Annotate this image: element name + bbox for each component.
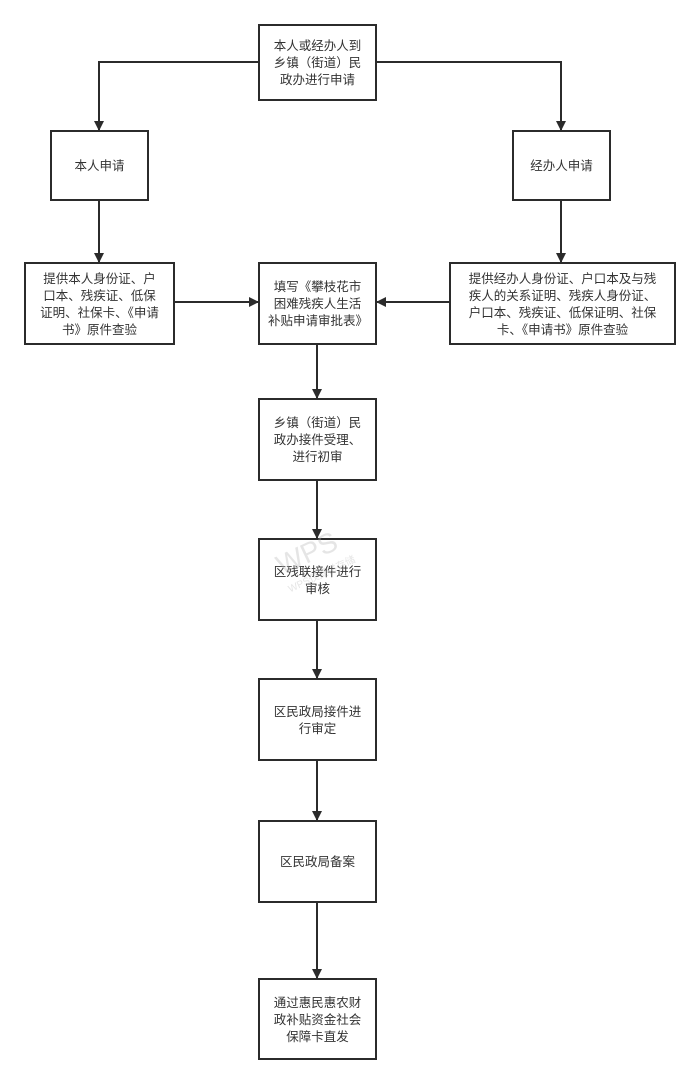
node-agent-docs-label: 提供经办人身份证、户口本及与残疾人的关系证明、残疾人身份证、户口本、残疾证、低保… [468,270,657,337]
node-town-review: 乡镇（街道）民政办接件受理、进行初审 [258,398,377,481]
node-start-label: 本人或经办人到乡镇（街道）民政办进行申请 [273,38,362,87]
node-town-review-label: 乡镇（街道）民政办接件受理、进行初审 [273,415,362,464]
node-self-apply-label: 本人申请 [74,158,125,173]
node-fill-form-label: 填写《攀枝花市困难残疾人生活补贴申请审批表》 [268,279,369,328]
node-self-docs: 提供本人身份证、户口本、残疾证、低保证明、社保卡、《申请书》原件查验 [24,262,175,345]
node-dpf-review-label: 区残联接件进行审核 [273,563,362,596]
node-agent-apply-label: 经办人申请 [530,158,593,173]
node-start: 本人或经办人到乡镇（街道）民政办进行申请 [258,24,377,101]
node-agent-apply: 经办人申请 [512,130,611,201]
arrow-start-to-self-apply [94,61,258,131]
node-self-docs-label: 提供本人身份证、户口本、残疾证、低保证明、社保卡、《申请书》原件查验 [40,270,159,337]
node-civil-record-label: 区民政局备案 [279,854,355,869]
node-civil-approve: 区民政局接件进行审定 [258,678,377,761]
node-dpf-review: 区残联接件进行审核 [258,538,377,621]
node-fill-form: 填写《攀枝花市困难残疾人生活补贴申请审批表》 [258,262,377,345]
node-payout-label: 通过惠民惠农财政补贴资金社会保障卡直发 [273,994,362,1044]
arrow-start-to-agent-apply [377,61,566,131]
node-payout: 通过惠民惠农财政补贴资金社会保障卡直发 [258,978,377,1060]
node-self-apply: 本人申请 [50,130,149,201]
node-agent-docs: 提供经办人身份证、户口本及与残疾人的关系证明、残疾人身份证、户口本、残疾证、低保… [449,262,676,345]
node-civil-record: 区民政局备案 [258,820,377,903]
node-civil-approve-label: 区民政局接件进行审定 [273,703,362,736]
